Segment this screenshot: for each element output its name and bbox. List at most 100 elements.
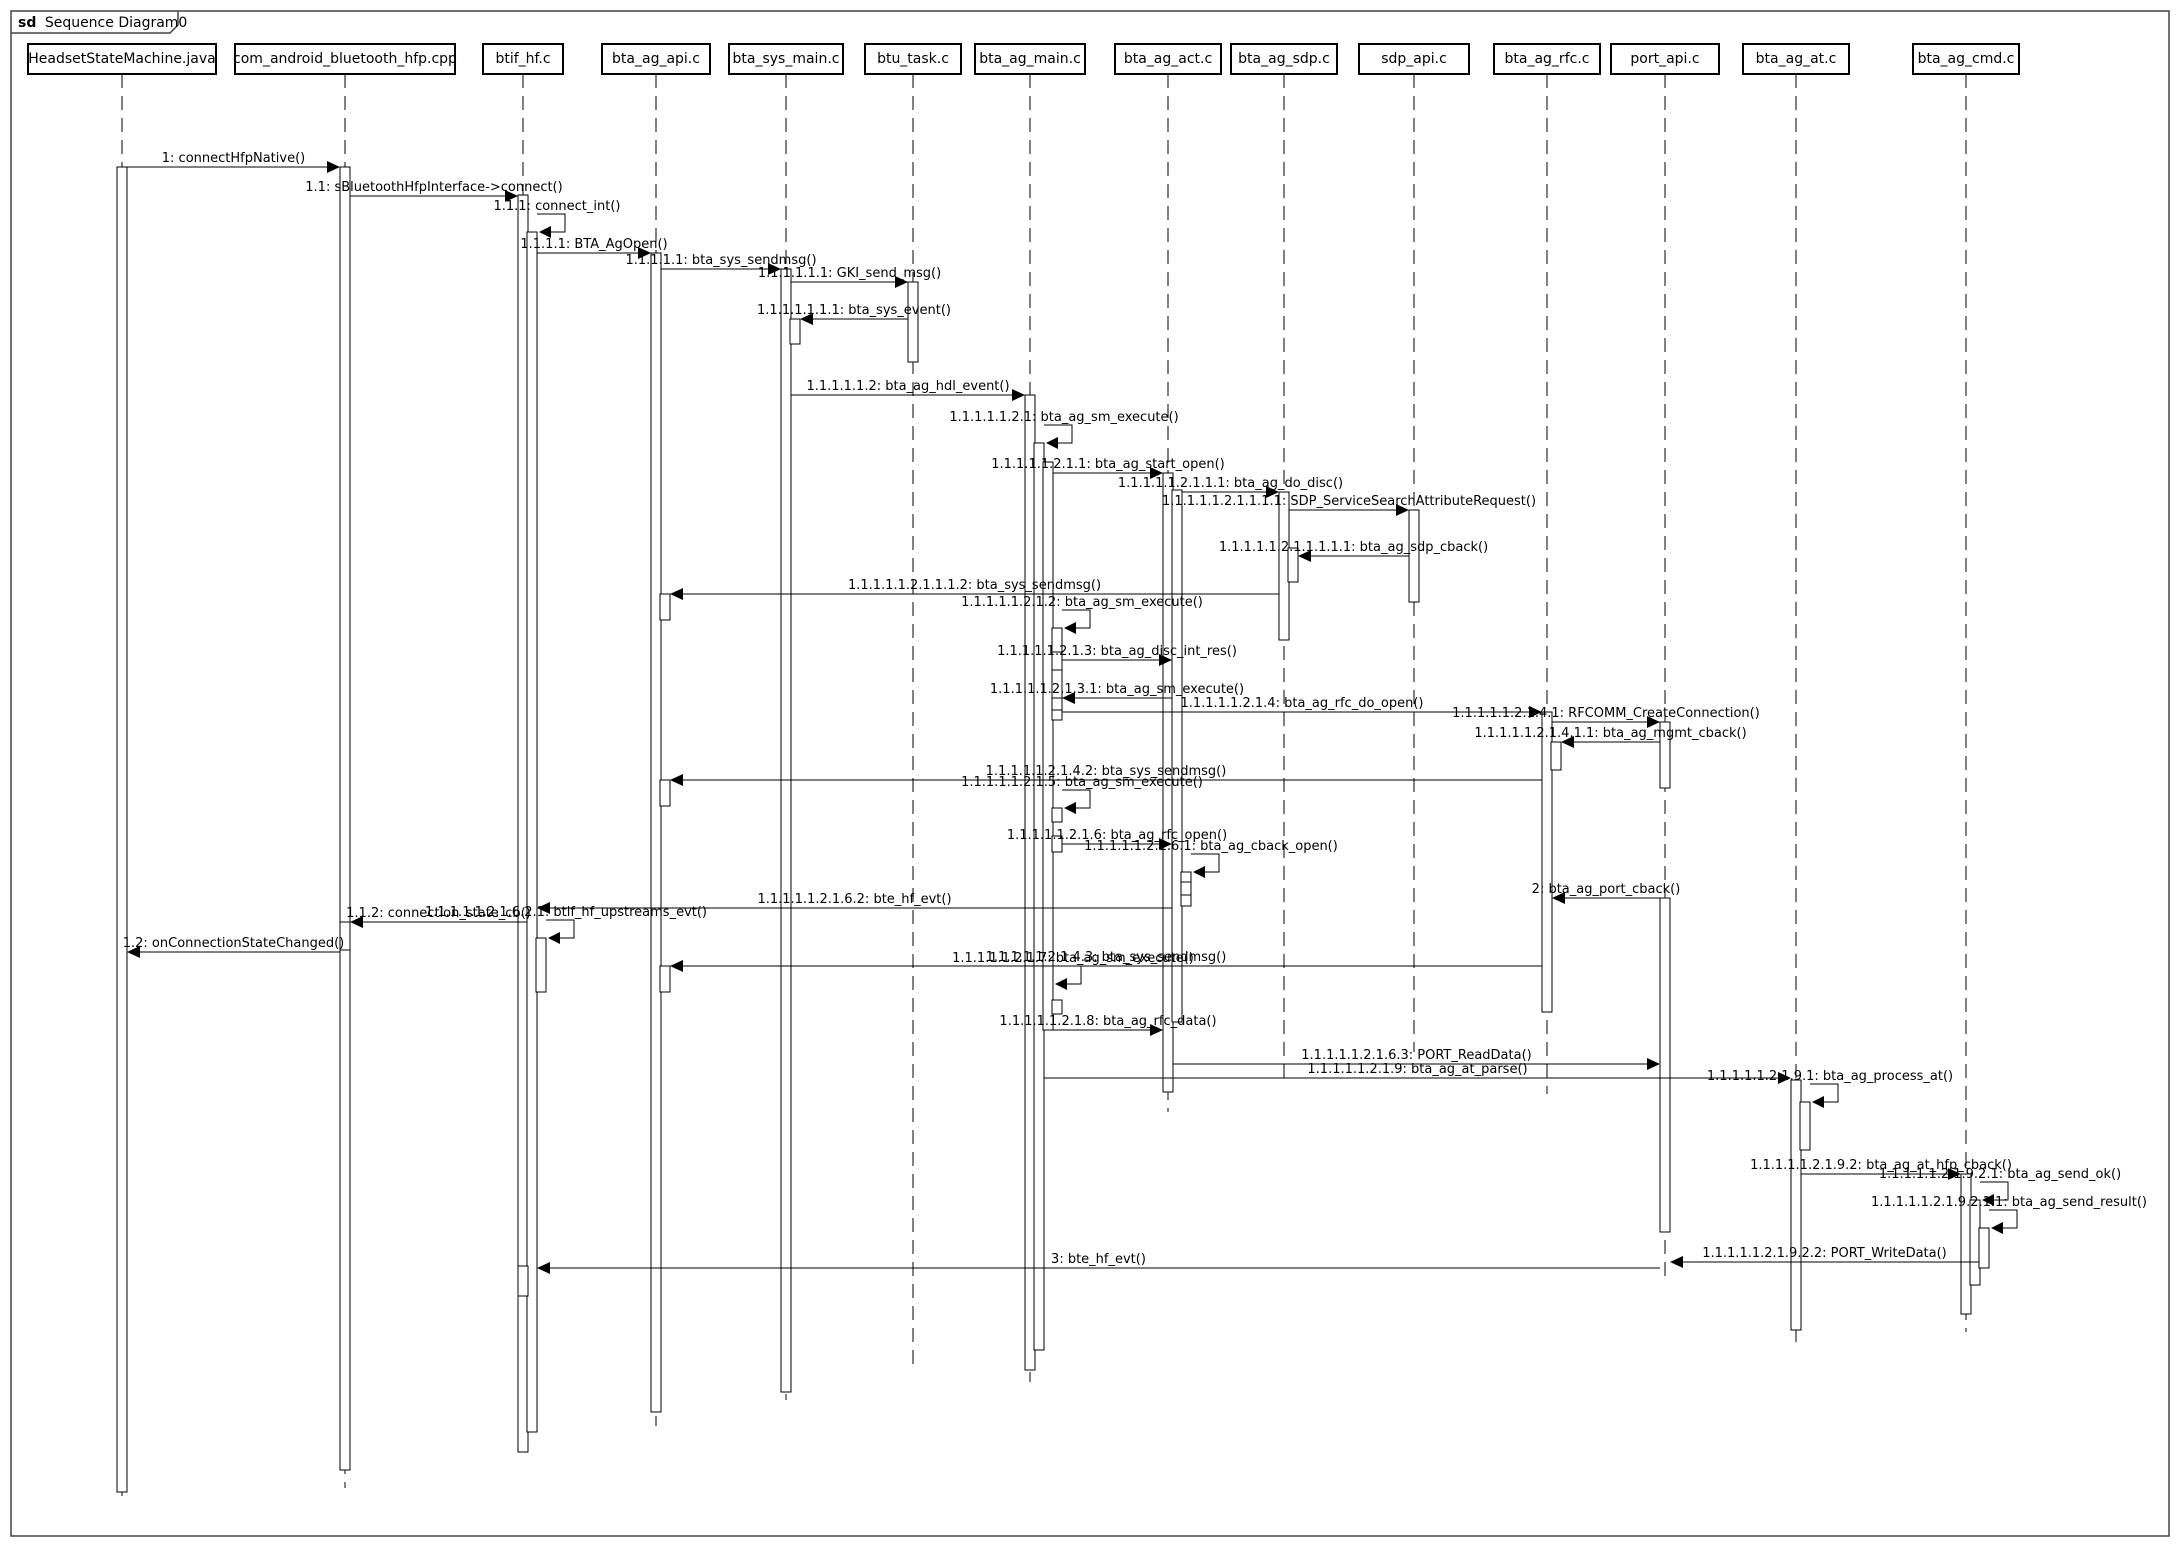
message-31: 1.1.1.1.1.2.1.7: bta_ag_sm_execute() <box>952 951 1194 990</box>
message-36: 1.1.1.1.1.2.1.9.2: bta_ag_at_hfp_cback() <box>1750 1158 2012 1180</box>
lifeline-box <box>1114 43 1222 75</box>
message-label: 1.1.1.1.1.2.1: bta_ag_sm_execute() <box>949 410 1178 425</box>
message-self-line <box>1989 1209 2018 1229</box>
message-label: 1.1.1.1.1.2.1.1.1: bta_ag_do_disc() <box>1118 476 1343 491</box>
message-label: 1.1.1.1.1.2.1.4.2: bta_sys_sendmsg() <box>986 764 1227 779</box>
lifeline-label: btif_hf.c <box>495 51 550 67</box>
lifeline-label: bta_ag_at.c <box>1756 51 1837 67</box>
message-label: 1.1.1.1.1.2.1.4.3: bta_sys_sendmsg() <box>986 950 1227 965</box>
lifeline-box <box>1912 43 2020 75</box>
message-4: 1.1.1.1: BTA_AgOpen() <box>520 237 668 259</box>
message-arrowhead <box>1812 1096 1824 1108</box>
message-39: 1.1.1.1.1.2.1.9.2.2: PORT_WriteData() <box>1670 1246 1979 1268</box>
lifeline-box <box>27 43 217 75</box>
message-label: 1.1.1.1.1.2.1.6.3: PORT_ReadData() <box>1301 1048 1531 1063</box>
lifeline-bta-ag-rfc-c: bta_ag_rfc.c <box>1493 43 1601 1094</box>
message-label: 1.1.1.1.1.2.1.1.1.1.1: bta_ag_sdp_cback(… <box>1219 540 1488 555</box>
message-13: 1.1.1.1.1.2.1.1.1.1.1: bta_ag_sdp_cback(… <box>1219 540 1488 562</box>
activation-bar <box>1287 547 1299 583</box>
lifeline-bta-ag-act-c: bta_ag_act.c <box>1114 43 1222 1112</box>
message-32: 1.1.1.1.1.2.1.8: bta_ag_rfc_data() <box>999 1014 1217 1036</box>
message-11: 1.1.1.1.1.2.1.1.1: bta_ag_do_disc() <box>1118 476 1343 498</box>
message-label: 1.1.1.1.1.2.1.2: bta_ag_sm_execute() <box>961 595 1203 610</box>
lifeline-box <box>864 43 962 75</box>
diagram-frame <box>10 10 2170 1537</box>
message-label: 1.1.1.1.1.2.1.3.1: bta_ag_sm_execute() <box>990 682 1244 697</box>
message-19: 1.1.1.1.1.2.1.4.1: RFCOMM_CreateConnecti… <box>1452 706 1760 728</box>
message-arrowhead <box>1193 866 1205 878</box>
lifeline-box <box>1358 43 1470 75</box>
message-label: 1.1.1.1.1.2.1.4: bta_ag_rfc_do_open() <box>1180 696 1423 711</box>
message-label: 1.1.1.1.1.2.1.8: bta_ag_rfc_data() <box>999 1014 1216 1029</box>
message-label: 1.1: sBluetoothHfpInterface->connect() <box>305 180 562 195</box>
message-22: 1.1.1.1.1.2.1.5: bta_ag_sm_execute() <box>961 775 1203 814</box>
message-arrowhead <box>1948 1168 1961 1180</box>
activation-bar <box>116 166 128 1493</box>
message-23: 1.1.1.1.1.2.1.6: bta_ag_rfc_open() <box>1007 828 1227 850</box>
message-26: 1.1.1.1.1.2.1.6.2: bte_hf_evt() <box>537 892 1172 914</box>
message-arrowhead <box>1046 437 1058 449</box>
message-8: 1.1.1.1.1.2: bta_ag_hdl_event() <box>791 379 1025 401</box>
activation-bar <box>1171 489 1183 1023</box>
message-label: 1.1.1.1.1.2.1.9.1: bta_ag_process_at() <box>1707 1069 1953 1084</box>
lifeline-label: bta_sys_main.c <box>733 51 840 67</box>
message-15: 1.1.1.1.1.2.1.2: bta_ag_sm_execute() <box>961 595 1203 634</box>
message-arrowhead <box>127 946 140 958</box>
message-label: 1.1.1.1.1.2.1.5: bta_ag_sm_execute() <box>961 775 1203 790</box>
lifeline-label: btu_task.c <box>877 51 949 67</box>
message-arrowhead <box>1529 706 1542 718</box>
message-label: 1.1.1.1.1.2.1.9.2.1: bta_ag_send_ok() <box>1879 1167 2121 1182</box>
lifeline-label: com_android_bluetooth_hfp.cpp <box>233 51 457 67</box>
activation-bar <box>1799 1101 1811 1151</box>
message-29: 1.2: onConnectionStateChanged() <box>123 936 344 958</box>
message-37: 1.1.1.1.1.2.1.9.2.1: bta_ag_send_ok() <box>1879 1167 2121 1206</box>
activation-bar <box>659 965 671 993</box>
lifeline-btu-task-c: btu_task.c <box>864 43 962 1370</box>
message-label: 1.1.1.1.1.2.1.1.1.1: SDP_ServiceSearchAt… <box>1162 494 1536 509</box>
message-30: 1.1.1.1.1.2.1.4.3: bta_sys_sendmsg() <box>670 950 1542 972</box>
message-40: 3: bte_hf_evt() <box>537 1252 1660 1274</box>
message-arrowhead <box>1561 736 1574 748</box>
lifeline-label: port_api.c <box>1630 51 1699 67</box>
message-9: 1.1.1.1.1.2.1: bta_ag_sm_execute() <box>949 410 1179 449</box>
message-arrowhead <box>505 190 518 202</box>
message-20: 1.1.1.1.1.2.1.4.1.1: bta_ag_mgmt_cback() <box>1474 726 1747 748</box>
message-label: 1.1.1.1.1.2.1.9.2: bta_ag_at_hfp_cback() <box>1750 1158 2012 1173</box>
activation-bar <box>1978 1227 1990 1269</box>
activation-bar <box>1180 881 1192 896</box>
activation-bar <box>526 231 538 1433</box>
message-label: 1.1.1.1.1.1.1: bta_sys_event() <box>757 303 951 318</box>
message-2: 1.1: sBluetoothHfpInterface->connect() <box>305 180 563 202</box>
message-arrowhead <box>1647 716 1660 728</box>
message-label: 1.1.1.1.1.2.1.9.2.1.1: bta_ag_send_resul… <box>1871 1195 2147 1210</box>
activation-bar <box>1051 627 1063 721</box>
message-label: 1.1.1.1.1.2.1.1: bta_ag_start_open() <box>991 457 1225 472</box>
message-arrowhead <box>1159 838 1172 850</box>
message-arrowhead <box>670 588 683 600</box>
message-24: 1.1.1.1.1.2.1.6.1: bta_ag_cback_open() <box>1084 839 1338 878</box>
message-label: 1.1.1.1.1.2.1.7: bta_ag_sm_execute() <box>952 951 1194 966</box>
lifeline-box <box>1742 43 1850 75</box>
message-self-line <box>1062 789 1091 809</box>
message-arrowhead <box>768 263 781 275</box>
lifeline-bta-ag-sdp-c: bta_ag_sdp.c <box>1230 43 1338 1082</box>
frame-keyword: sd <box>18 15 36 31</box>
lifeline-label: sdp_api.c <box>1381 51 1447 67</box>
message-27: 1.1.2: connection_state_cb() <box>346 906 531 928</box>
frame-title-tab <box>11 11 179 34</box>
lifeline-label: bta_ag_sdp.c <box>1238 51 1330 67</box>
frame-title: sd Sequence Diagram0 <box>18 15 187 31</box>
activation-bar <box>659 779 671 807</box>
lifeline-box <box>728 43 844 75</box>
message-arrowhead <box>350 916 363 928</box>
message-1: 1: connectHfpNative() <box>127 151 340 173</box>
activation-bar <box>1042 461 1054 1031</box>
lifeline-label: bta_ag_cmd.c <box>1918 51 2015 67</box>
activation-bar <box>1541 711 1553 1013</box>
message-arrowhead <box>1064 622 1076 634</box>
message-10: 1.1.1.1.1.2.1.1: bta_ag_start_open() <box>991 457 1225 479</box>
message-7: 1.1.1.1.1.1.1: bta_sys_event() <box>757 303 951 325</box>
message-18: 1.1.1.1.1.2.1.4: bta_ag_rfc_do_open() <box>1062 696 1542 718</box>
message-self-line <box>1044 424 1073 444</box>
message-self-line <box>1191 853 1220 873</box>
